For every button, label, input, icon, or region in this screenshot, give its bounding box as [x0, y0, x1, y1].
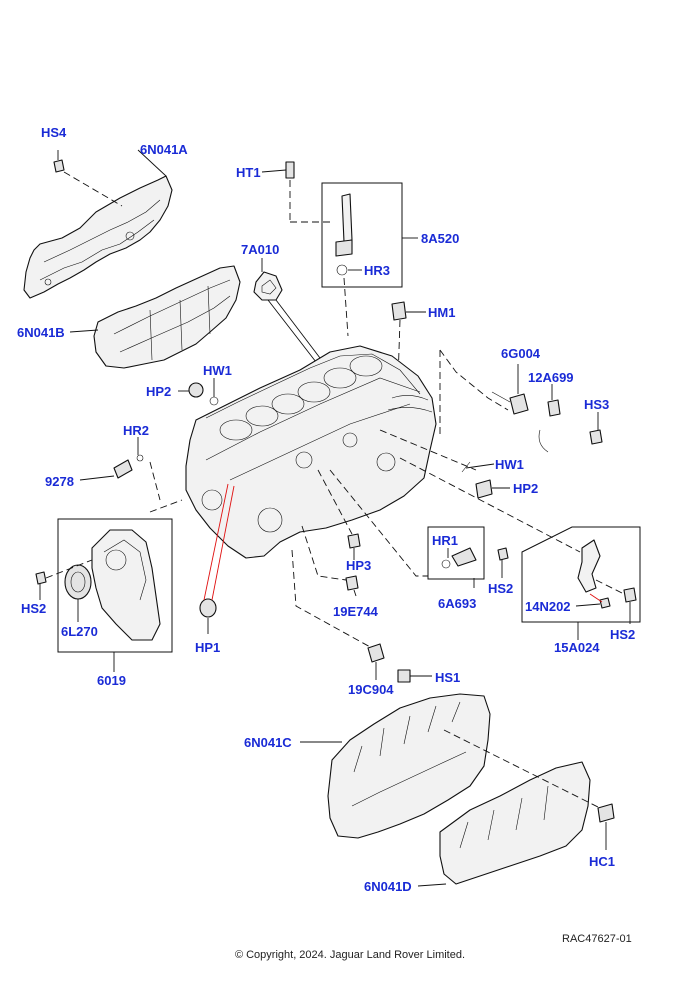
engine-block — [185, 345, 437, 559]
callout-9278: 9278 — [45, 474, 74, 489]
screw-hs2-mid — [497, 547, 509, 578]
callout-hs2-left: HS2 — [21, 601, 46, 616]
cover-6n041c — [300, 693, 491, 839]
callout-6019: 6019 — [97, 673, 126, 688]
sensor-6g004 — [491, 364, 529, 415]
callout-8a520: 8A520 — [421, 231, 459, 246]
guide-line-6019 — [149, 499, 183, 513]
callout-hs2-mid: HS2 — [488, 581, 513, 596]
callout-hr2: HR2 — [123, 423, 149, 438]
callout-6g004: 6G004 — [501, 346, 541, 361]
callout-6n041a: 6N041A — [140, 142, 188, 157]
callout-hr1: HR1 — [432, 533, 458, 548]
callout-hm1: HM1 — [428, 305, 455, 320]
box-8a520 — [321, 182, 403, 288]
plug-hp2-left — [178, 382, 204, 398]
callout-hp3: HP3 — [346, 558, 371, 573]
callout-hs2-right: HS2 — [610, 627, 635, 642]
callout-hp2-left: HP2 — [146, 384, 171, 399]
box-6019 — [57, 518, 173, 653]
plug-19e744 — [345, 575, 359, 597]
guide-line-hp3 — [317, 469, 353, 535]
sensor-6a693 — [441, 547, 477, 569]
callout-6n041b: 6N041B — [17, 325, 65, 340]
callout-hs4: HS4 — [41, 125, 67, 140]
callout-hp1: HP1 — [195, 640, 220, 655]
plug-hp3 — [347, 533, 361, 560]
callout-hw1-right: HW1 — [495, 457, 524, 472]
callout-6n041c: 6N041C — [244, 735, 292, 750]
callout-hw1-left: HW1 — [203, 363, 232, 378]
leader-14n202 — [575, 603, 601, 607]
box-15a024 — [521, 526, 641, 623]
washer-hw1-right — [461, 461, 495, 473]
guide-line-6g004 — [439, 349, 509, 411]
callout-hs1: HS1 — [435, 670, 460, 685]
bracket-15a024 — [577, 539, 611, 609]
washer-hw1-left — [209, 378, 219, 406]
screw-hs4 — [53, 150, 123, 207]
dipstick-tube-8a520 — [335, 193, 353, 337]
callout-hs3: HS3 — [584, 397, 609, 412]
callout-7a010: 7A010 — [241, 242, 279, 257]
callout-ht1: HT1 — [236, 165, 261, 180]
cover-6n041a — [23, 175, 173, 299]
leader-ht1 — [261, 169, 287, 173]
guide-line-19c904 — [291, 549, 373, 649]
callout-14n202: 14N202 — [525, 599, 571, 614]
callout-19e744: 19E744 — [333, 604, 379, 619]
screw-hs2-right — [595, 579, 637, 624]
figure-id: RAC47627-01 — [562, 933, 632, 945]
leader-6n041b — [69, 329, 99, 333]
callout-hp2-right: HP2 — [513, 481, 538, 496]
callout-6a693: 6A693 — [438, 596, 476, 611]
copyright-notice: © Copyright, 2024. Jaguar Land Rover Lim… — [234, 949, 466, 961]
callout-19c904: 19C904 — [348, 682, 394, 697]
screw-hs3 — [589, 412, 603, 445]
bolt-ht1 — [285, 161, 334, 223]
gasket-7a010 — [253, 271, 321, 363]
guide-line-6a693 — [329, 469, 428, 577]
plug-hp2-right — [475, 479, 510, 499]
sensor-12a699 — [538, 384, 561, 453]
guide-line-hw1 — [379, 429, 477, 471]
seal-6l270 — [64, 564, 92, 622]
callout-6l270: 6L270 — [61, 624, 98, 639]
leader-6n041a — [137, 149, 167, 177]
front-cover-6019 — [91, 529, 161, 641]
screw-hs1 — [397, 669, 432, 683]
clip-hc1 — [597, 803, 615, 850]
callout-hc1: HC1 — [589, 854, 615, 869]
box-6a693 — [427, 526, 485, 580]
callout-12a699: 12A699 — [528, 370, 574, 385]
plug-hp1 — [199, 483, 235, 634]
connector-19c904 — [367, 643, 385, 680]
guide-line-19e744 — [301, 525, 347, 581]
callout-hr3: HR3 — [364, 263, 390, 278]
cover-6n041d — [417, 761, 591, 887]
cover-6n041b — [93, 265, 241, 369]
guide-line-15a024 — [399, 457, 581, 553]
cylinder-bores — [219, 355, 383, 441]
sensor-9278 — [79, 437, 161, 501]
callout-15a024: 15A024 — [554, 640, 600, 655]
callout-6n041d: 6N041D — [364, 879, 412, 894]
screw-hs2-left — [35, 559, 93, 600]
guide-line-6n041d — [443, 729, 605, 811]
